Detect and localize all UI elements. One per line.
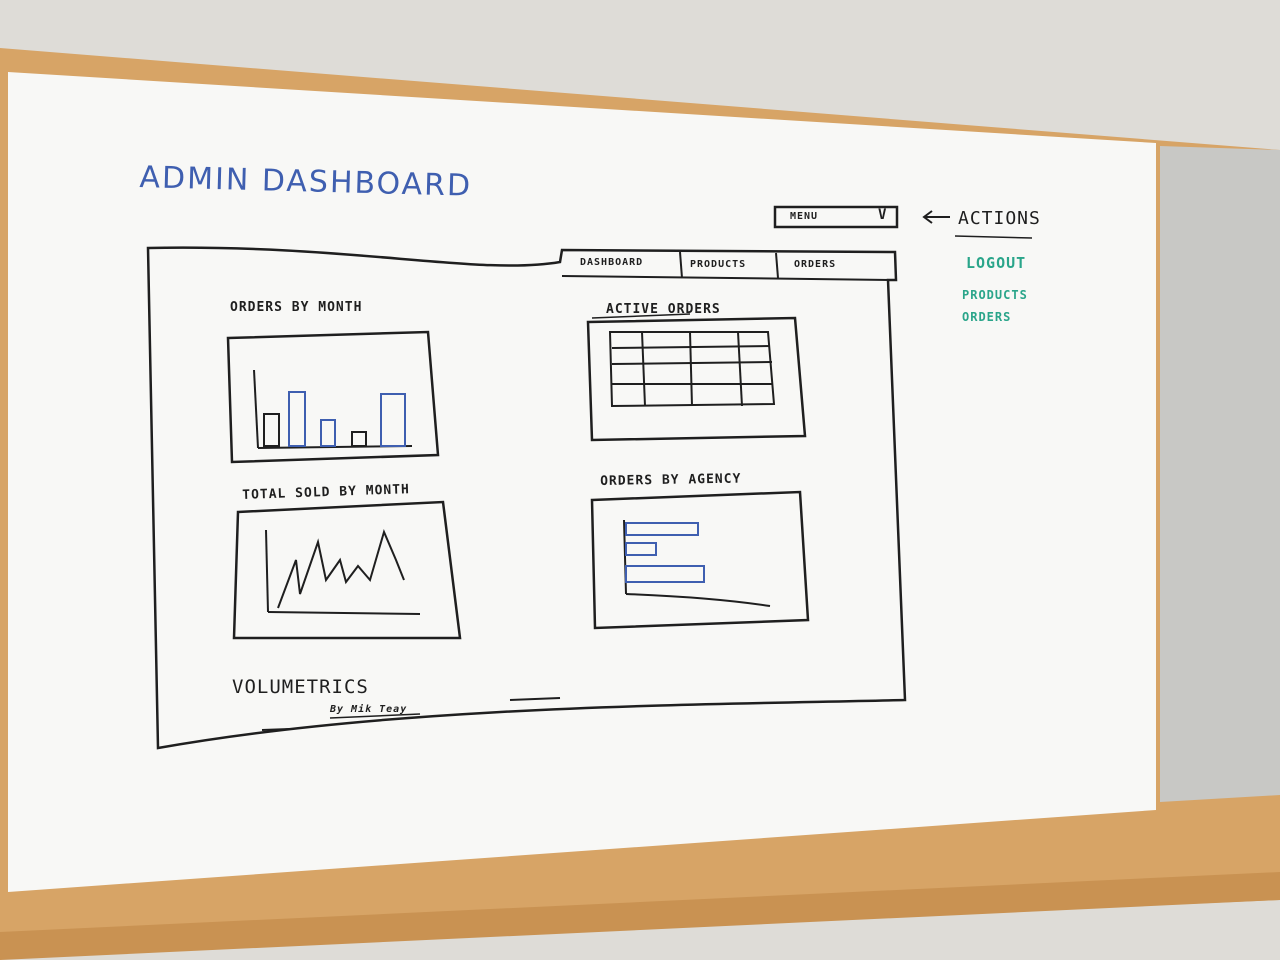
tab-dashboard: Dashboard: [580, 257, 644, 268]
total-sold-box: [232, 500, 462, 640]
menu-box: [773, 205, 899, 229]
orders-by-month-box: [226, 330, 440, 464]
footer-brand: Volumetrics: [232, 676, 369, 698]
widget-title-orders-by-month: Orders by month: [230, 300, 363, 315]
active-orders-table-sketch: [608, 331, 776, 408]
board-surface: [8, 72, 1156, 892]
widget-title-orders-by-agency: Orders by agency: [600, 471, 742, 489]
menu-label: Menu: [790, 211, 819, 222]
chevron-down-icon: V: [878, 207, 888, 223]
widget-title-active-orders: Active orders: [606, 302, 721, 317]
orders-by-month-chart: [253, 369, 413, 449]
total-sold-line-chart: [265, 529, 421, 615]
tab-orders: Orders: [794, 259, 837, 270]
active-orders-box: [586, 316, 807, 442]
action-products: Products: [962, 288, 1028, 302]
footer-byline: By Mik Teay: [330, 704, 408, 715]
orders-by-agency-bar-chart: [623, 519, 771, 607]
corkboard: [1160, 146, 1280, 802]
app-window-outline: [146, 246, 907, 750]
action-orders: Orders: [962, 310, 1012, 324]
actions-heading: Actions: [958, 208, 1041, 229]
action-logout: Logout: [966, 254, 1027, 272]
tab-products: Products: [690, 259, 747, 270]
orders-by-agency-box: [590, 490, 810, 630]
